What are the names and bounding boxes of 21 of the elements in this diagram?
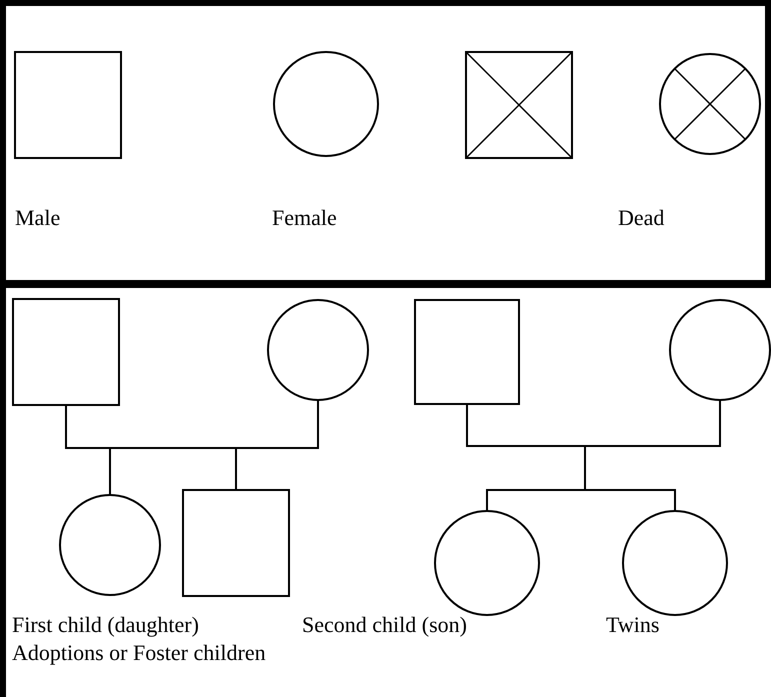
pedigree-line bbox=[235, 400, 319, 490]
female-circle bbox=[59, 494, 161, 596]
symbol-caption: First child (daughter) bbox=[12, 612, 199, 638]
symbol-caption: Twins bbox=[606, 612, 660, 638]
male-square bbox=[12, 298, 120, 406]
female-circle bbox=[434, 510, 540, 616]
symbol-caption: Female bbox=[272, 205, 337, 231]
female-circle bbox=[622, 510, 728, 616]
deceased-female-circle bbox=[659, 53, 761, 155]
symbol-caption: Dead bbox=[618, 205, 664, 231]
female-circle bbox=[669, 299, 771, 401]
female-circle bbox=[267, 299, 369, 401]
symbol-caption: Adoptions or Foster children bbox=[12, 640, 266, 666]
pedigree-line bbox=[584, 400, 721, 511]
male-square bbox=[182, 489, 290, 597]
symbol-caption: Male bbox=[15, 205, 60, 231]
symbol-caption: Second child (son) bbox=[302, 612, 467, 638]
female-circle bbox=[273, 51, 379, 157]
male-square bbox=[414, 299, 520, 405]
deceased-male-square bbox=[465, 51, 573, 159]
male-square bbox=[14, 51, 122, 159]
